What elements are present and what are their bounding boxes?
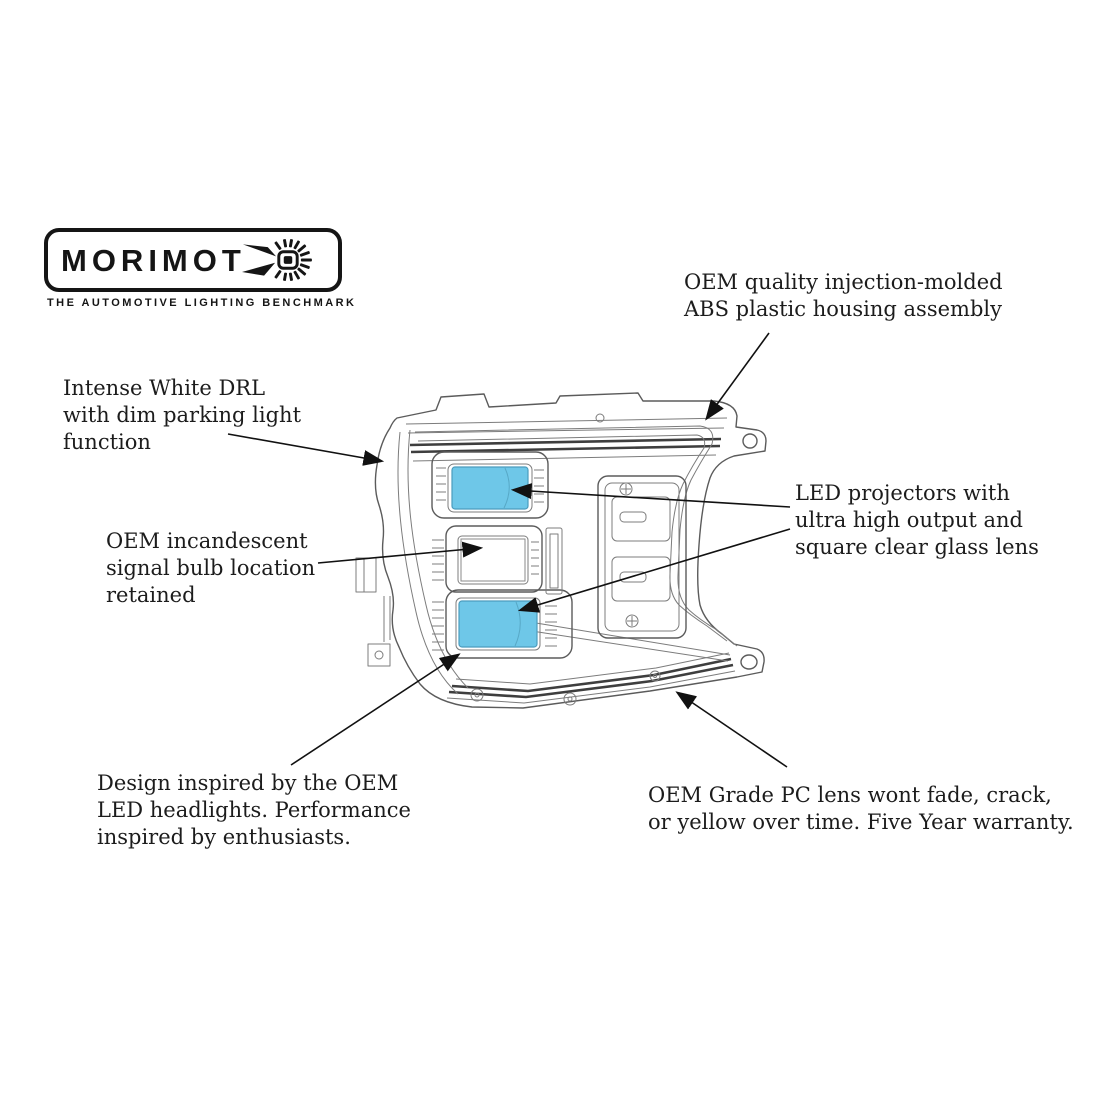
- brand-text: MORIMOT: [61, 242, 246, 278]
- sunburst-o-icon: [241, 239, 312, 281]
- vertical-vent: [545, 527, 563, 595]
- callout-projectors: LED projectors with ultra high output an…: [795, 481, 1039, 559]
- heat-sink-fins: [432, 601, 444, 651]
- morimoto-logo: MORIMOT: [44, 228, 342, 292]
- signal-bulb-assembly: [432, 525, 543, 593]
- arrow-signal: [317, 541, 484, 564]
- screw-icon: [625, 614, 639, 628]
- drl-light-guide: [414, 425, 738, 647]
- upper-projector-assembly: [431, 451, 549, 519]
- sunburst-rays: [274, 239, 312, 281]
- callout-arrows: [227, 332, 791, 768]
- logo-tagline: THE AUTOMOTIVE LIGHTING BENCHMARK: [47, 297, 357, 309]
- signal-bulb-window: [460, 538, 526, 582]
- callout-design: Design inspired by the OEM LED headlight…: [97, 771, 411, 849]
- right-interior-panel: [597, 475, 687, 639]
- arrow-lens: [675, 691, 788, 768]
- bottom-screws: [470, 670, 661, 706]
- bottom-lens-strip: [446, 621, 736, 704]
- arrow-housing: [705, 332, 770, 421]
- arrow-projector-lower: [517, 528, 791, 613]
- heat-sink-fins: [545, 605, 557, 647]
- callout-housing: OEM quality injection-molded ABS plastic…: [684, 270, 1003, 321]
- left-housing-details: [355, 429, 469, 695]
- lower-tab-hole: [740, 654, 758, 670]
- upper-tab-hole: [742, 433, 758, 449]
- callout-signal: OEM incandescent signal bulb location re…: [106, 529, 316, 607]
- lower-projector-assembly: [432, 589, 573, 659]
- arrow-projector-upper: [510, 483, 791, 508]
- high-beam-projector-highlight: [451, 466, 529, 510]
- callout-drl: Intense White DRL with dim parking light…: [63, 376, 302, 454]
- arrow-drl: [227, 433, 385, 466]
- top-lens-strip: [405, 413, 728, 462]
- callout-lens: OEM Grade PC lens wont fade, crack, or y…: [648, 783, 1074, 834]
- low-beam-projector-highlight: [458, 600, 538, 648]
- heat-sink-fins: [531, 541, 539, 575]
- screw-icon: [619, 482, 633, 496]
- heat-sink-fins: [534, 469, 544, 503]
- heat-sink-fins: [432, 539, 444, 581]
- speed-wedges: [241, 244, 276, 276]
- housing-outline: [374, 392, 767, 709]
- arrow-design: [290, 653, 461, 766]
- heat-sink-fins: [436, 467, 446, 501]
